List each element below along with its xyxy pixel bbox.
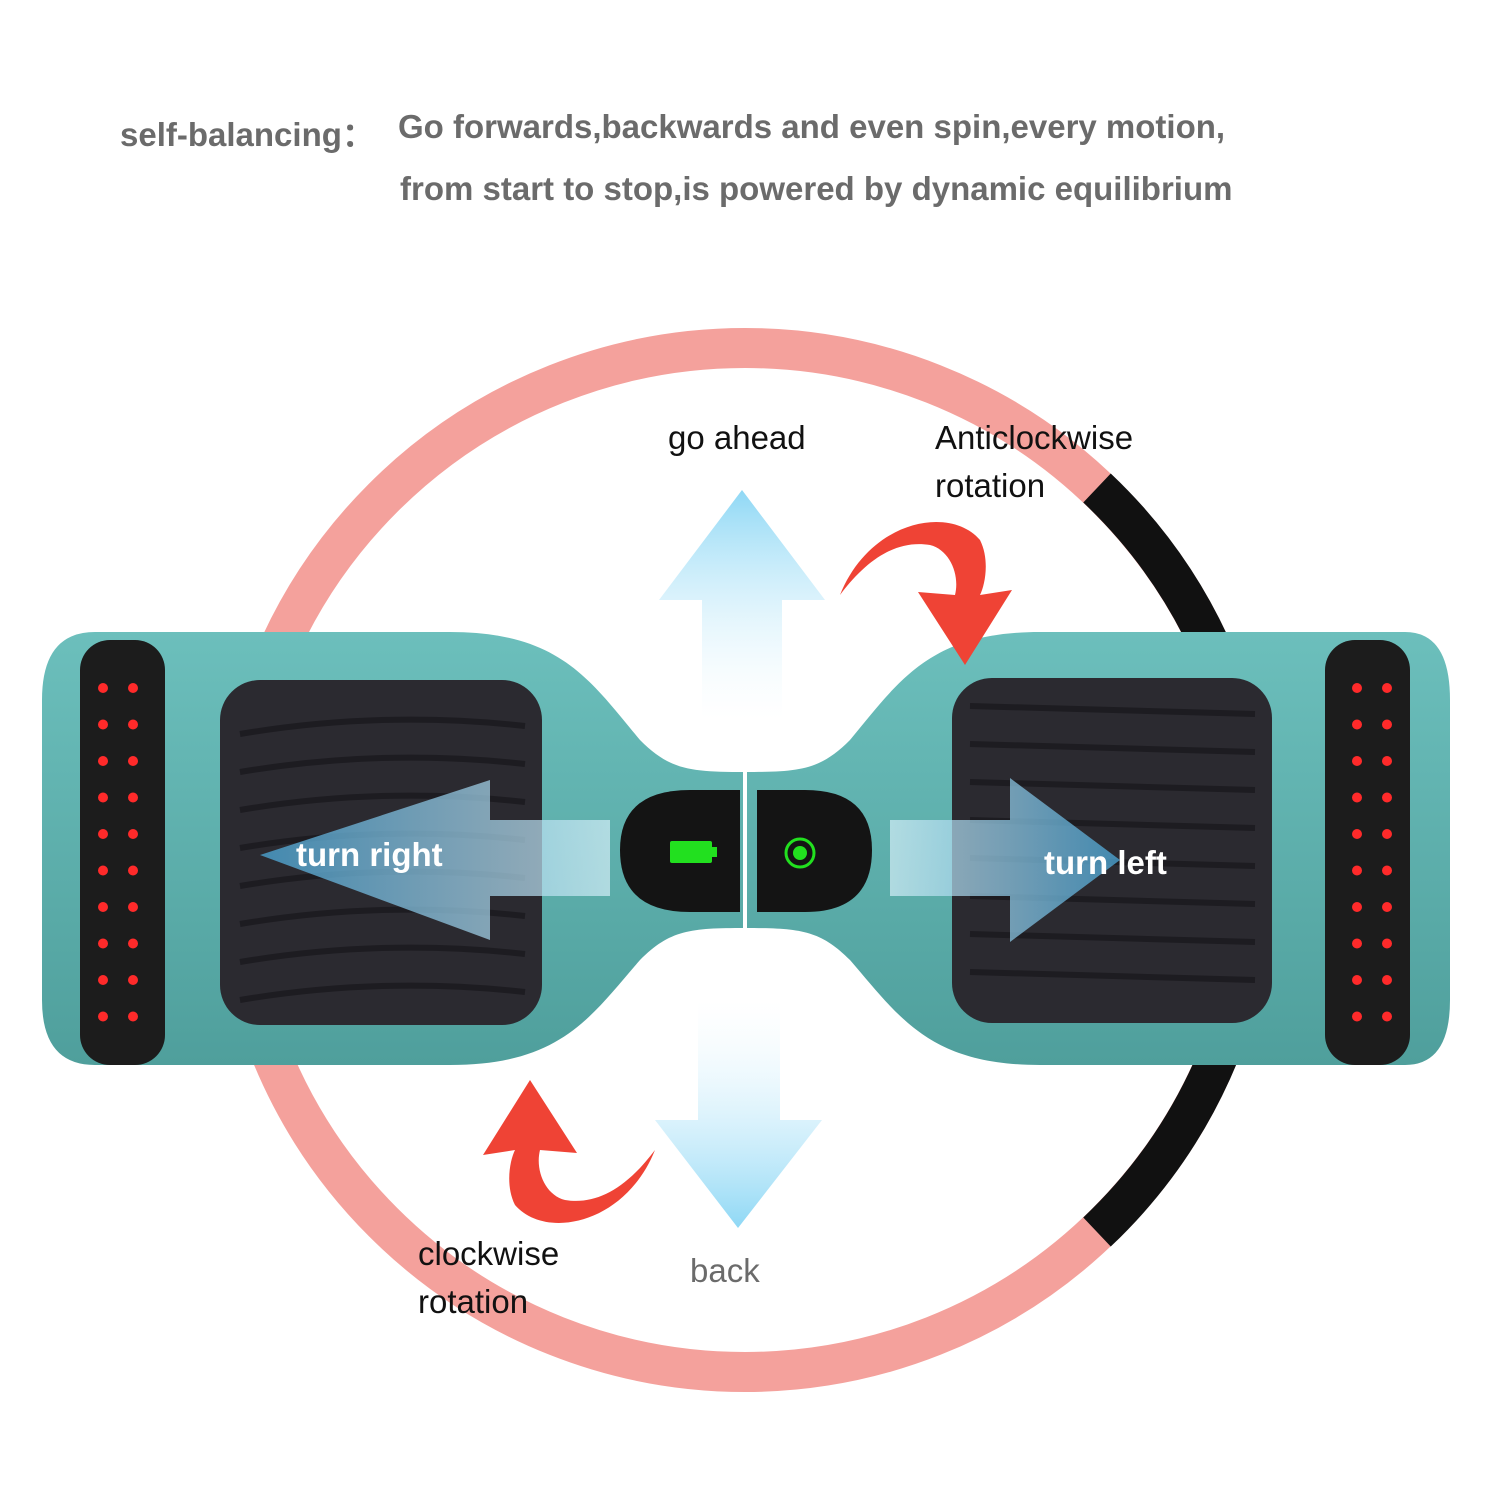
led-light [98, 938, 108, 949]
led-light [98, 829, 108, 839]
grip-ridge [969, 931, 1256, 945]
led-light [128, 938, 138, 949]
back-label: back [690, 1252, 760, 1289]
led-light [1382, 829, 1392, 839]
led-light [1352, 792, 1362, 803]
led-light [1382, 792, 1392, 803]
right-light-strip [1325, 640, 1410, 1065]
hoverboard [42, 632, 1450, 1065]
anticlockwise-label-line2: rotation [935, 467, 1045, 504]
anticlockwise-rotation-arrow-icon [840, 522, 1012, 665]
right-led-lights [1352, 683, 1392, 1022]
led-light [1352, 719, 1362, 730]
led-light [128, 902, 138, 912]
led-light [128, 865, 138, 876]
led-light [98, 683, 108, 693]
go-ahead-label: go ahead [668, 419, 806, 456]
turn-right-label: turn right [296, 836, 443, 873]
grip-ridge [969, 741, 1256, 755]
led-light [128, 683, 138, 693]
led-light [1352, 975, 1362, 985]
led-light [128, 829, 138, 839]
grip-ridge [969, 893, 1256, 907]
led-light [1352, 829, 1362, 839]
led-light [1382, 865, 1392, 876]
led-light [1382, 756, 1392, 766]
led-light [98, 975, 108, 985]
led-light [1382, 719, 1392, 730]
led-light [1382, 975, 1392, 985]
left-led-lights [98, 683, 138, 1022]
led-light [128, 719, 138, 730]
led-light [1382, 1011, 1392, 1022]
grip-ridge [239, 716, 526, 737]
led-light [98, 1011, 108, 1022]
led-light [1352, 683, 1362, 693]
grip-ridge [239, 944, 526, 965]
led-light [1352, 1011, 1362, 1022]
led-light [1352, 865, 1362, 876]
grip-ridge [969, 779, 1256, 793]
led-light [128, 1011, 138, 1022]
led-light [1382, 938, 1392, 949]
led-light [98, 719, 108, 730]
clockwise-rotation-arrow-icon [483, 1080, 655, 1223]
battery-icon [670, 841, 717, 863]
led-light [128, 756, 138, 766]
grip-ridge [969, 969, 1256, 983]
led-light [1382, 683, 1392, 693]
clockwise-label-line1: clockwise [418, 1235, 559, 1272]
forward-arrow-icon [659, 490, 825, 720]
led-light [98, 902, 108, 912]
led-light [98, 756, 108, 766]
backward-arrow-icon [655, 1000, 822, 1228]
turn-left-arrow-icon [890, 778, 1120, 942]
left-light-strip [80, 640, 165, 1065]
grip-ridge [239, 982, 526, 1003]
power-icon [784, 837, 816, 869]
led-light [128, 975, 138, 985]
feature-description-line2: from start to stop,is powered by dynamic… [400, 170, 1233, 207]
led-light [1382, 902, 1392, 912]
anticlockwise-label-line1: Anticlockwise [935, 419, 1133, 456]
led-light [1352, 938, 1362, 949]
turn-right-arrow-icon [260, 780, 610, 940]
turn-left-label: turn left [1044, 844, 1167, 881]
feature-label: self-balancing： [120, 116, 375, 153]
clockwise-label-line2: rotation [418, 1283, 528, 1320]
grip-ridge [239, 754, 526, 775]
led-light [1352, 756, 1362, 766]
grip-ridge [969, 703, 1256, 717]
led-light [128, 792, 138, 803]
led-light [98, 792, 108, 803]
led-light [1352, 902, 1362, 912]
feature-description-line1: Go forwards,backwards and even spin,ever… [398, 108, 1226, 145]
led-light [98, 865, 108, 876]
